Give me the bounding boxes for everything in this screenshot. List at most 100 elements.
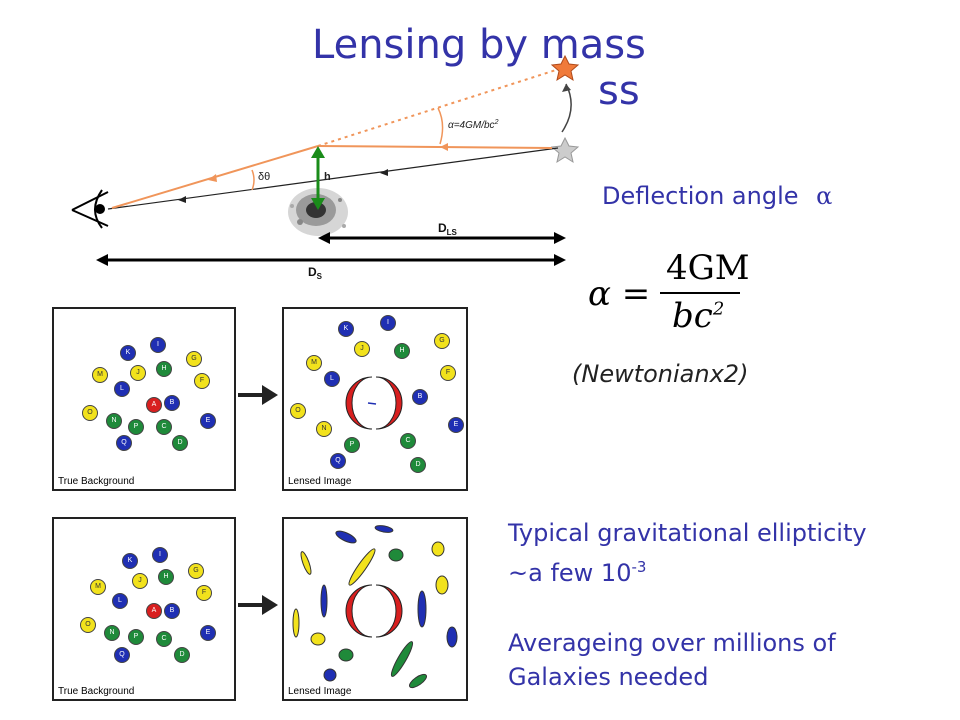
panel-label: True Background [58, 686, 135, 697]
galaxy-blob: B [164, 603, 180, 619]
lensing-geometry-diagram: α=4GM/bc2 δθ h DLS DS [71, 54, 580, 281]
alpha-symbol: α [816, 182, 833, 210]
galaxy-blob: G [188, 563, 204, 579]
lensing-arrow-icon [238, 595, 278, 615]
lensed-image-panel-top: K I M J H G L F O B N E P C Q D Lensed I… [282, 307, 468, 491]
galaxy-blob: K [338, 321, 354, 337]
true-source-star-icon [550, 136, 580, 164]
galaxy-blob: L [324, 371, 340, 387]
arrowhead [554, 254, 566, 266]
galaxy-blob: N [106, 413, 122, 429]
deflection-formula: α = 4GM bc2 [588, 248, 758, 340]
einstein-ring [345, 584, 403, 638]
sheared-galaxies [292, 525, 458, 689]
lensed-image-panel-bottom: Lensed Image [282, 517, 468, 701]
galaxy-blob: E [200, 413, 216, 429]
galaxy-blob: H [156, 361, 172, 377]
galaxy-blob: E [200, 625, 216, 641]
averaging-line: Averageing over millions of [508, 629, 836, 657]
ds-label: DS [308, 265, 323, 281]
galaxy-blob: O [80, 617, 96, 633]
deflection-angle-text: Deflection angle [602, 182, 799, 210]
formula-numerator: 4GM [666, 248, 750, 288]
galaxy-blob: D [410, 457, 426, 473]
ellipticity-line: Typical gravitational ellipticity [508, 519, 867, 547]
dls-label: DLS [438, 221, 458, 237]
galaxy-blob: B [412, 389, 428, 405]
galaxy-blob: J [354, 341, 370, 357]
impact-arrowhead-down [311, 198, 325, 210]
impact-parameter-label: h [324, 171, 331, 183]
delta-theta-label: δθ [258, 171, 270, 183]
galaxy-blob: M [92, 367, 108, 383]
galaxy-blob: F [196, 585, 212, 601]
slide-title-fragment: ss [598, 68, 640, 114]
galaxy-blob: P [344, 437, 360, 453]
galaxy-blob: D [172, 435, 188, 451]
galaxy-blob: I [152, 547, 168, 563]
apparent-shift-arrowhead [562, 84, 571, 92]
formula-lhs: α = [588, 274, 651, 314]
galaxy-blob: K [120, 345, 136, 361]
delta-theta-arc [251, 169, 255, 191]
galaxy-blob: O [290, 403, 306, 419]
galaxy-blob: C [156, 631, 172, 647]
averaging-text: Averageing over millions of Galaxies nee… [508, 626, 836, 694]
true-background-panel-bottom: K I M J H G L F O A B N E P C Q D True B… [52, 517, 236, 701]
ray-arrowhead [208, 174, 217, 182]
ray-arrowhead [440, 143, 448, 151]
galaxy-blob: L [114, 381, 130, 397]
arrowhead [318, 232, 330, 244]
galaxy-blob: D [174, 647, 190, 663]
galaxy-blob: O [82, 405, 98, 421]
observer-eye-icon [71, 189, 109, 229]
galaxy-blob: I [150, 337, 166, 353]
galaxy-blob: Q [116, 435, 132, 451]
galaxy-blob: M [90, 579, 106, 595]
galaxy-blob: Q [330, 453, 346, 469]
galaxy-blob: I [380, 315, 396, 331]
deflection-angle-label: Deflection angle α [602, 182, 832, 210]
true-background-panel-top: K I M J H G L F O A B N E P C Q D True B… [52, 307, 236, 491]
galaxy-blob: C [400, 433, 416, 449]
alpha-formula-label: α=4GM/bc2 [448, 119, 499, 131]
galaxy-blob: C [156, 419, 172, 435]
galaxy-blob: M [306, 355, 322, 371]
ray-arrowhead [380, 169, 388, 176]
galaxy-blob: H [158, 569, 174, 585]
galaxy-blob: N [316, 421, 332, 437]
impact-arrowhead-up [311, 146, 325, 158]
apparent-direction-dotted [317, 69, 557, 147]
panel-label: Lensed Image [288, 476, 352, 487]
deflection-angle-arc [437, 107, 444, 145]
galaxy-blob: E [448, 417, 464, 433]
arrowhead [96, 254, 108, 266]
galaxy-blob: P [128, 419, 144, 435]
newtonian-note: (Newtonianx2) [572, 360, 749, 388]
lensing-arrow-icon [238, 385, 278, 405]
galaxy-blob: P [128, 629, 144, 645]
galaxy-blob: L [112, 593, 128, 609]
galaxy-blob: A [146, 603, 162, 619]
galaxy-blob: K [122, 553, 138, 569]
formula-denominator: bc2 [672, 296, 725, 336]
galaxy-blob: J [130, 365, 146, 381]
einstein-ring [345, 376, 403, 430]
apparent-source-star-icon [550, 54, 580, 82]
lens-galaxy [288, 188, 348, 236]
averaging-line: Galaxies needed [508, 663, 709, 691]
arrowhead [554, 232, 566, 244]
galaxy-blob: J [132, 573, 148, 589]
galaxy-blob: F [440, 365, 456, 381]
galaxy-blob: G [186, 351, 202, 367]
lensed-ray-far [317, 145, 553, 149]
galaxy-blob: F [194, 373, 210, 389]
galaxy-blob: B [164, 395, 180, 411]
panel-label: Lensed Image [288, 686, 352, 697]
galaxy-blob: G [434, 333, 450, 349]
galaxy-blob: A [146, 397, 162, 413]
panel-label: True Background [58, 476, 135, 487]
ellipticity-text: Typical gravitational ellipticity ~a few… [508, 516, 867, 590]
ellipticity-value: ~a few 10-3 [508, 558, 647, 587]
galaxy-blob: N [104, 625, 120, 641]
